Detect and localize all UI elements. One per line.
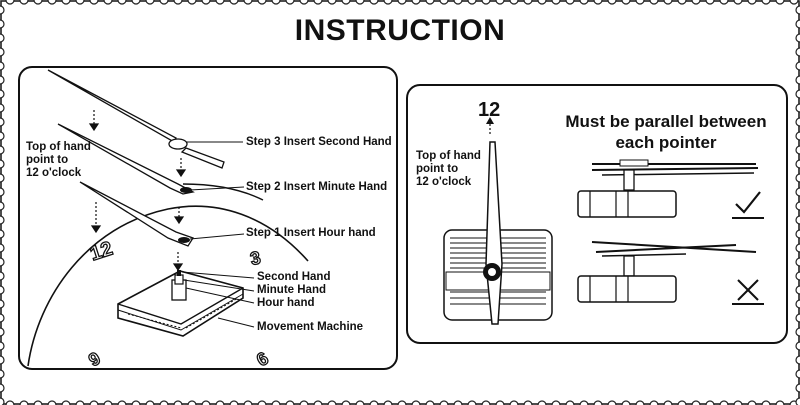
hour-hand <box>79 181 194 247</box>
dial-arc <box>27 205 309 367</box>
dial-number-3: 3 <box>248 247 262 269</box>
hour-hand-label: Hour hand <box>257 297 315 309</box>
insert-arrows <box>88 110 187 272</box>
parallel-example-correct <box>577 159 759 218</box>
leader-lines <box>181 141 255 328</box>
parallel-example-wrong <box>577 241 757 303</box>
step-3-label: Step 3 Insert Second Hand <box>246 136 392 148</box>
dial-number-12: 12 <box>87 238 115 266</box>
upright-hand <box>483 141 503 325</box>
movement-machine <box>117 270 244 337</box>
page-title: INSTRUCTION <box>294 14 506 47</box>
dial-number-6: 6 <box>253 348 272 368</box>
minute-hand <box>57 123 195 195</box>
parallel-heading: Must be parallel between each pointer <box>565 112 767 152</box>
second-hand-label: Second Hand <box>257 271 331 283</box>
step-1-label: Step 1 Insert Hour hand <box>246 227 376 239</box>
cross-icon <box>732 279 764 305</box>
checkmark-icon <box>732 191 764 219</box>
up-arrow <box>486 117 494 134</box>
right-top-of-hand-note: Top of hand point to 12 o'clock <box>416 150 481 188</box>
movement-machine-label: Movement Machine <box>257 321 364 333</box>
right-twelve-label: 12 <box>478 99 501 121</box>
left-diagram: 12 3 9 6 <box>27 69 309 368</box>
dial-number-9: 9 <box>85 348 104 368</box>
minute-hand-label: Minute Hand <box>257 284 326 296</box>
step-2-label: Step 2 Insert Minute Hand <box>246 181 388 193</box>
left-top-of-hand-note: Top of hand point to 12 o'clock <box>26 141 91 179</box>
second-hand <box>47 69 225 169</box>
right-diagram <box>443 117 764 325</box>
